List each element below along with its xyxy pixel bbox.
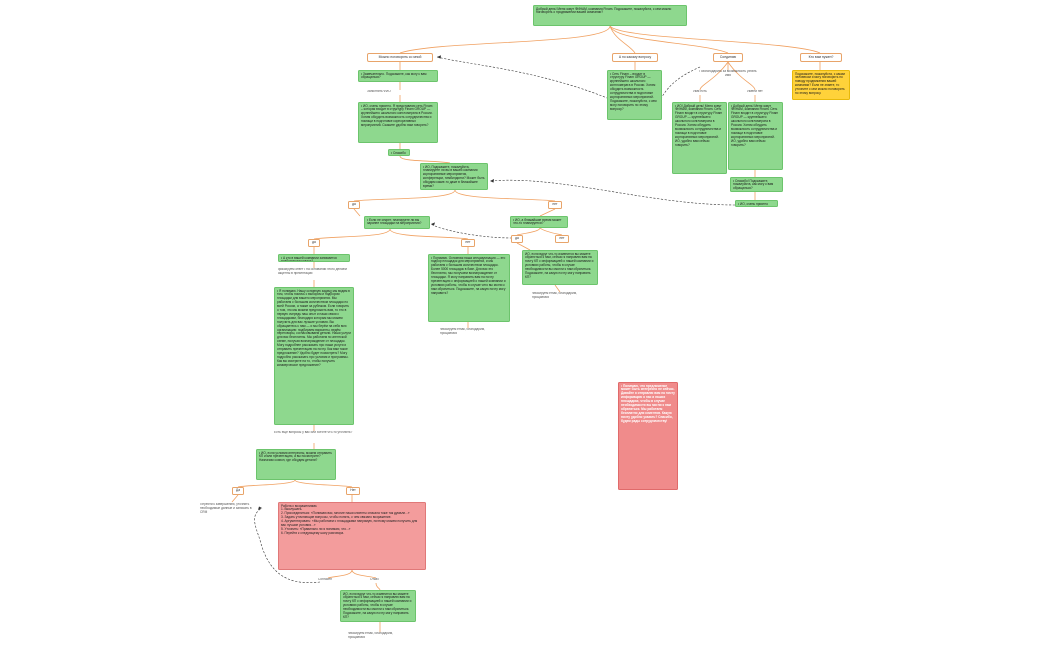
offer-question-node[interactable]: • ИО, если условия интересны, можем отпр… [256, 449, 336, 480]
no-node-3[interactable]: нет [555, 235, 569, 243]
edge-sendlater-fix [554, 284, 561, 293]
dashed-no3-to-plan [430, 223, 513, 239]
send-later-node[interactable]: ИО, если вдруг что-то изменится вы может… [522, 250, 598, 285]
edge-root-connect [609, 25, 729, 54]
arrowhead-1 [437, 55, 441, 59]
fix-email-note-1: Фиксируем email, благодарим, прощаемся [440, 328, 486, 335]
agreed-label: Согласен [318, 578, 332, 581]
yes-node-4[interactable]: Да [232, 487, 244, 495]
edge-objections-agreed [327, 569, 353, 579]
branch-who-needed[interactable]: Кто вам нужен? [800, 53, 842, 62]
edge-offer-yes4 [237, 479, 296, 488]
final-send-node[interactable]: ИО, если вдруг что-то изменится вы может… [340, 590, 416, 622]
refused-label: Отказ [370, 578, 379, 581]
who-needed-node[interactable]: Подскажите, пожалуйста, с каким человеко… [792, 70, 850, 100]
edge-root-who [609, 25, 821, 54]
fill-name-note: Заполнить ФИО [367, 90, 391, 93]
dashed-answer-to-talk [436, 56, 613, 101]
very-nice-node[interactable]: • ИО, очень приятно [735, 200, 778, 207]
red-summary-node[interactable]: • Понимаю, что предложение может быть ин… [618, 382, 678, 490]
answer-question-node[interactable]: • Сеть Finam – входит в структуру Finam … [607, 70, 662, 120]
send-question-node[interactable]: • ИО, а ближайшие время может что-то пла… [510, 216, 568, 228]
who-picks-venue-node[interactable]: • А кто в вашей компании занимается подб… [278, 254, 350, 262]
fix-answer-note: фиксируем ответ • на основании этого дел… [278, 268, 348, 275]
objections-node[interactable]: Работа с возражениями. 1. Выслушать. 2. … [278, 502, 426, 570]
edge-plan-no2 [389, 228, 469, 240]
name-unknown-label: Имени нет [747, 90, 763, 93]
yes-node-3[interactable]: да [511, 235, 523, 243]
dashed-connect-to-answer [654, 66, 701, 116]
no-node-2[interactable]: нет [461, 239, 475, 247]
connect-unknown-node[interactable]: • Добрый день! Меня зовут ФИНАМ, компани… [728, 102, 783, 170]
branch-connecting[interactable]: Соединяю [713, 53, 743, 62]
edge-events-yes [353, 189, 456, 202]
edge-plan-yes2 [313, 228, 391, 240]
edge-connect-yes [699, 61, 729, 91]
presentation-node[interactable]: • Я понимаю. Нашу основную задачу мы вид… [274, 287, 354, 425]
edge-root-talk [399, 25, 611, 54]
arrowhead-3 [431, 222, 435, 226]
ask-name-node[interactable]: • Замечательно. Подскажите, как могу к в… [358, 70, 438, 82]
plan-question-node[interactable]: • Если не секрет, планируете ли вы заран… [364, 216, 430, 229]
branch-talk-to-me[interactable]: Можно поговорить со мной [367, 53, 433, 62]
no-node-4[interactable]: Нет [346, 487, 360, 495]
arrowhead-4 [258, 506, 262, 510]
edge-send-yes3 [516, 227, 541, 236]
edge-events-no [454, 189, 556, 202]
connect-thanks-note: Поблагодарить за возможность узнать имя [699, 70, 758, 77]
edge-objections-refused [351, 569, 377, 579]
edge-root-question [609, 25, 636, 54]
intro-node[interactable]: • ИО, очень приятно. Я представляю сеть … [358, 102, 438, 143]
edge-yes4-agree [231, 494, 239, 503]
connect-known-node[interactable]: • ИО! Добрый день! Меня зовут ФИНАМ, ком… [672, 102, 727, 174]
agree-note: Перейти к завершению, уточнить необходим… [200, 503, 253, 514]
edge-send-no3 [539, 227, 563, 236]
root-node[interactable]: Добрый день! Меня зовут ФИНАМ, компания … [533, 5, 687, 26]
declined-node[interactable]: • Понимаю. Основная наша специализация —… [428, 254, 510, 322]
edge-connect-no [727, 61, 756, 91]
name-known-label: Имя есть [693, 90, 707, 93]
dashed-nice-to-events [489, 179, 736, 206]
fix-email-note-3: Фиксируем email, благодарим, прощаемся [348, 632, 394, 639]
edge-yes1-plan [353, 208, 361, 217]
dashed-agreed-to-agree [254, 507, 321, 583]
yes-node-2[interactable]: да [308, 239, 320, 247]
any-questions-note: Есть ещё вопросы у вас или хотите что-то… [274, 431, 353, 434]
yes-node-1[interactable]: да [348, 201, 360, 209]
edge-refused-final [375, 582, 381, 591]
thanks-ask-name-node[interactable]: • Спасибо! Подскажите, пожалуйста, как м… [730, 177, 783, 192]
edge-yes3-sendlater [516, 242, 531, 251]
edge-offer-no4 [294, 479, 353, 488]
edge-thanks-events [399, 155, 451, 164]
thanks-node[interactable]: • Спасибо [388, 149, 410, 156]
events-question-node[interactable]: • ИО, Подскажите, пожалуйста, планируете… [420, 163, 488, 190]
arrowhead-2 [490, 179, 494, 183]
branch-what-question[interactable]: А по какому вопросу [612, 53, 658, 62]
fix-email-note-2: Фиксируем email, благодарим, прощаемся [532, 292, 578, 299]
edge-no1-send [539, 208, 556, 217]
no-node-1[interactable]: нет [548, 201, 562, 209]
